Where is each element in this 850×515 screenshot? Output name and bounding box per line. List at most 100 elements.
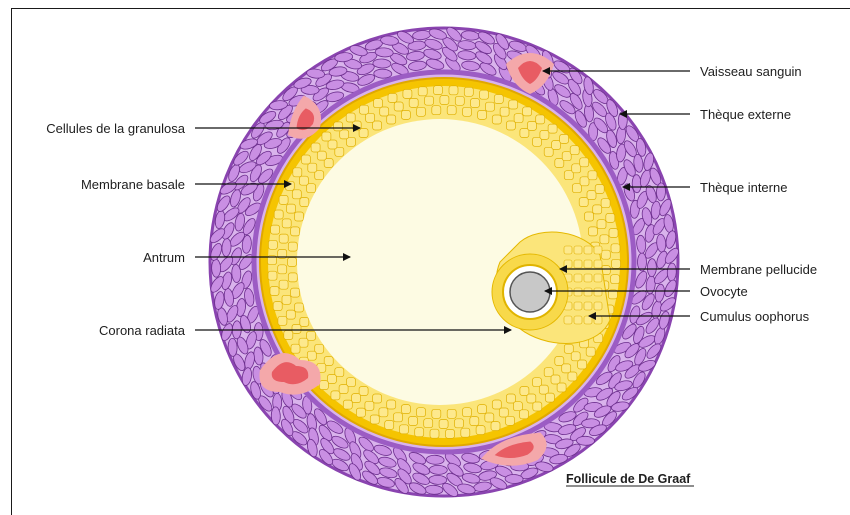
granulosa-cell [585,212,594,221]
granulosa-cell [439,420,448,429]
granulosa-cell [300,198,309,207]
granulosa-cell [545,393,554,402]
granulosa-cell [409,417,418,426]
granulosa-cell [307,351,316,360]
granulosa-cell [463,408,472,417]
granulosa-cell [492,115,501,124]
granulosa-cell [601,199,610,208]
granulosa-cell [271,225,280,234]
granulosa-cell [425,96,434,105]
cumulus-cell [564,316,572,324]
granulosa-cell [562,364,571,373]
granulosa-cell [299,338,308,347]
cumulus-cell [574,316,582,324]
diagram-title: Follicule de De Graaf [566,472,691,486]
granulosa-cell [586,347,595,356]
label-ovocyte: Ovocyte [700,284,748,299]
granulosa-cell [387,115,396,124]
granulosa-cell [539,385,548,394]
granulosa-cell [307,184,316,193]
granulosa-cell [580,177,589,186]
granulosa-cell [571,352,580,361]
granulosa-cell [301,155,310,164]
granulosa-cell [282,295,291,304]
label-vaisseau: Vaisseau sanguin [700,64,802,79]
granulosa-cell [295,212,304,221]
cumulus-cell [594,246,602,254]
granulosa-cell [470,417,479,426]
left-labels: Cellules de la granulosa Membrane basale… [46,121,186,338]
granulosa-cell [268,271,277,280]
theca-cell [429,465,447,474]
granulosa-cell [612,259,621,268]
cumulus-cell [594,260,602,268]
granulosa-cell [293,168,302,177]
granulosa-cell [299,176,308,185]
granulosa-cell [307,331,316,340]
granulosa-cell [268,240,277,249]
granulosa-cell [471,99,480,108]
granulosa-cell [486,102,495,111]
granulosa-cell [548,124,557,133]
granulosa-cell [339,385,348,394]
theca-cell [374,69,392,79]
granulosa-cell [478,405,487,414]
granulosa-cell [356,408,365,417]
granulosa-cell [509,100,518,109]
granulosa-cell [343,400,352,409]
granulosa-cell [279,195,288,204]
cumulus-cell [574,288,582,296]
granulosa-cell [506,121,515,130]
granulosa-cell [279,234,288,243]
granulosa-cell [520,129,529,138]
granulosa-cell [455,419,464,428]
granulosa-cell [588,171,597,180]
granulosa-cell [295,303,304,312]
granulosa-cell [291,227,300,236]
cumulus-cell [584,316,592,324]
granulosa-cell [513,402,522,411]
granulosa-cell [418,87,427,96]
granulosa-cell [600,235,609,244]
label-cumulus: Cumulus oophorus [700,309,810,324]
granulosa-cell [551,375,560,384]
granulosa-cell [288,273,297,282]
cumulus-cell [584,274,592,282]
granulosa-cell [319,381,328,390]
granulosa-cell [485,413,494,422]
granulosa-cell [424,419,433,428]
granulosa-cell [379,408,388,417]
granulosa-cell [273,302,282,311]
cumulus-cell [594,274,602,282]
granulosa-cell [514,114,523,123]
granulosa-cell [394,102,403,111]
granulosa-cell [359,387,368,396]
granulosa-cell [340,130,349,139]
granulosa-cell [291,288,300,297]
theca-cell [505,474,523,484]
granulosa-cell [308,163,317,172]
theca-cell [647,259,656,277]
granulosa-cell [588,227,597,236]
granulosa-cell [478,110,487,119]
granulosa-cell [327,375,336,384]
granulosa-cell [291,344,300,353]
granulosa-cell [334,122,343,131]
granulosa-cell [370,415,379,424]
granulosa-cell [587,191,596,200]
granulosa-cell [278,316,287,325]
granulosa-cell [572,164,581,173]
cumulus-cell [594,302,602,310]
granulosa-cell [570,146,579,155]
granulosa-cell [579,198,588,207]
granulosa-cell [568,372,577,381]
granulosa-cell [317,151,326,160]
granulosa-cell [282,219,291,228]
label-antrum: Antrum [143,250,185,265]
theca-cell [228,338,238,356]
granulosa-cell [394,413,403,422]
granulosa-cell [284,331,293,340]
granulosa-cell [288,258,297,267]
cumulus-cell [584,302,592,310]
granulosa-cell [499,408,508,417]
